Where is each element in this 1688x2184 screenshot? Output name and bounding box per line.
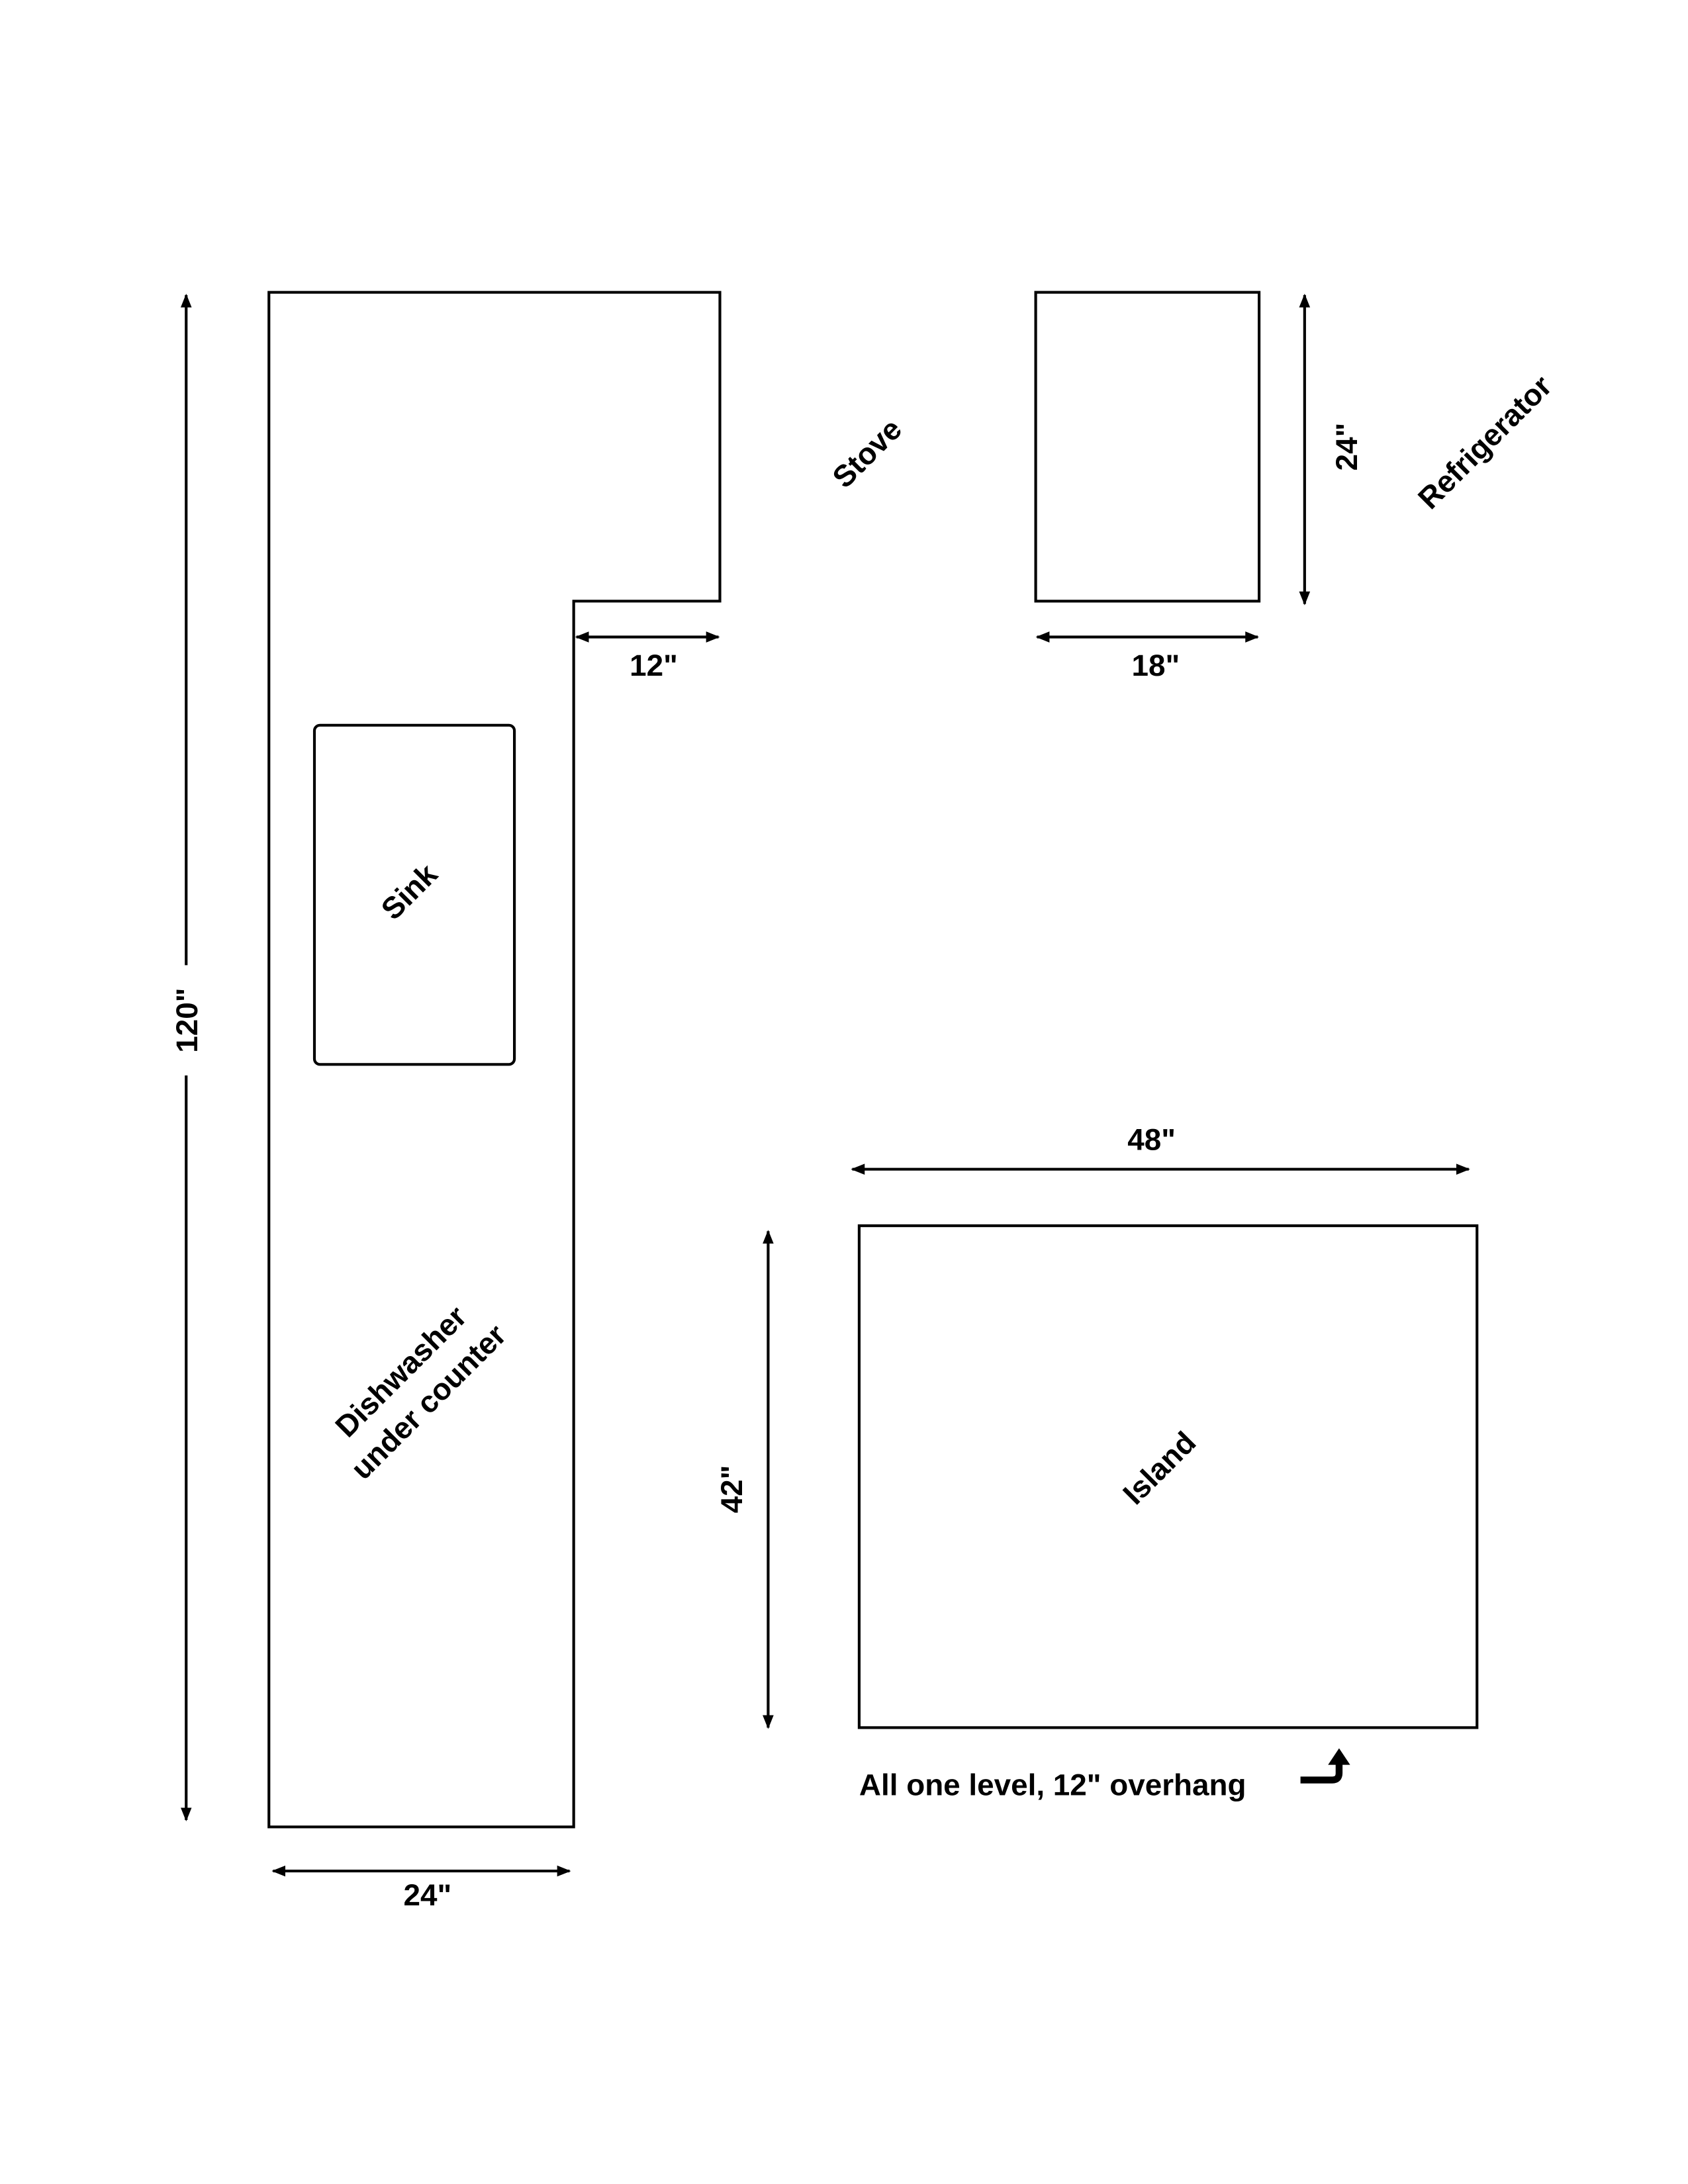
refrigerator-outline bbox=[1034, 291, 1261, 603]
island-depth-label: 42" bbox=[715, 1465, 749, 1514]
refrigerator-label: Refrigerator bbox=[1411, 369, 1558, 516]
island-outline bbox=[857, 1224, 1479, 1729]
main-counter-outline bbox=[267, 291, 722, 1829]
sink-outline bbox=[312, 723, 516, 1066]
turn-up-arrow-icon bbox=[1300, 1748, 1350, 1784]
island-label: Island bbox=[1117, 1425, 1203, 1511]
counter-length-label: 120" bbox=[170, 988, 204, 1053]
stove-extension-label: 12" bbox=[630, 649, 678, 682]
fridge-width-label: 18" bbox=[1131, 649, 1180, 682]
stove-label: Stove bbox=[826, 412, 908, 494]
fridge-depth-label: 24" bbox=[1330, 423, 1364, 471]
counter-depth-label: 24" bbox=[403, 1878, 451, 1912]
overhang-note: All one level, 12" overhang bbox=[859, 1768, 1246, 1802]
island-width-label: 48" bbox=[1127, 1122, 1176, 1156]
sink-label: Sink bbox=[375, 857, 444, 927]
